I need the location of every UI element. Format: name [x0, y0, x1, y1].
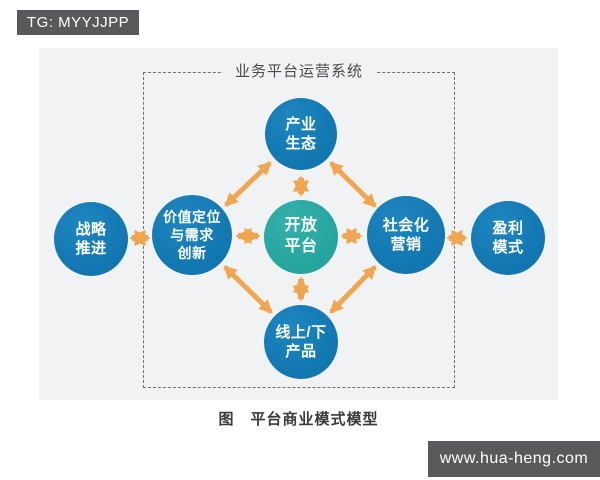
node-industry-ecosystem: 产业 生态 — [265, 98, 337, 170]
watermark-top-badge: TG: MYYJJPP — [17, 10, 139, 35]
system-label-row: 业务平台运营系统 — [143, 61, 455, 83]
figure-caption: 图 平台商业模式模型 — [218, 411, 379, 428]
double-arrow-bottom-left-diagonal — [223, 265, 273, 314]
diagram-panel: 业务平台运营系统 产业 生态 开放 平台 价值定位 与需求 创新 社会化 营销 … — [39, 48, 558, 400]
node-social-marketing: 社会化 营销 — [367, 196, 445, 274]
node-strategy-advance: 战略 推进 — [54, 202, 128, 276]
watermark-bottom-badge: www.hua-heng.com — [428, 441, 600, 477]
node-open-platform: 开放 平台 — [264, 200, 338, 274]
node-profit-model: 盈利 模式 — [471, 201, 545, 275]
double-arrow-top-right-diagonal — [329, 161, 377, 208]
node-online-offline-products: 线上/下 产品 — [264, 305, 338, 379]
system-boundary-label: 业务平台运营系统 — [222, 61, 375, 83]
node-value-innovation: 价值定位 与需求 创新 — [152, 195, 232, 275]
double-arrow-top-left-diagonal — [224, 161, 272, 207]
double-arrow-bottom-right-diagonal — [329, 265, 377, 314]
connector-arrows-layer — [129, 161, 468, 314]
